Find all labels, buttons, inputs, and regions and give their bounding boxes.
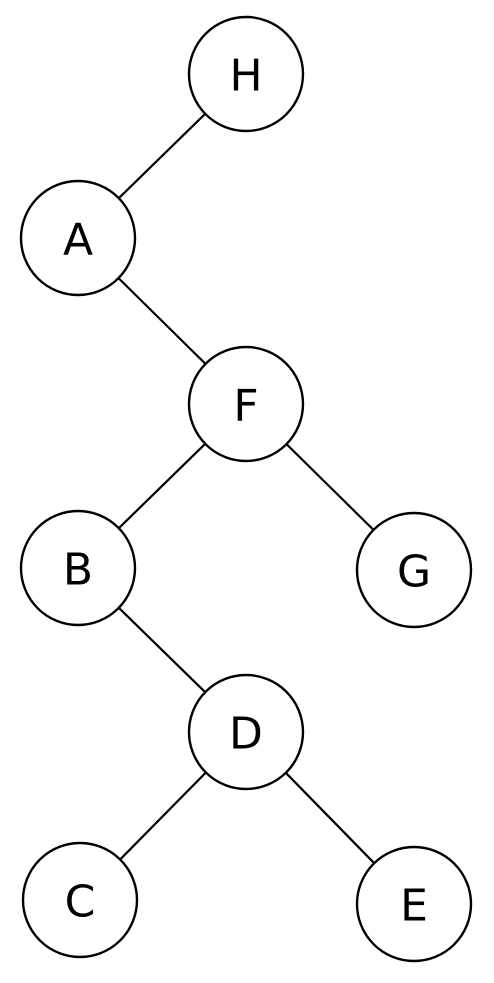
tree-node-g: G bbox=[355, 511, 473, 629]
tree-node-f: F bbox=[187, 345, 305, 463]
node-circle-c bbox=[21, 841, 139, 959]
edge-d-c bbox=[118, 771, 207, 861]
tree-node-a: A bbox=[19, 179, 137, 297]
node-circle-h bbox=[187, 15, 305, 133]
tree-node-b: B bbox=[19, 509, 137, 627]
node-circle-b bbox=[19, 509, 137, 627]
node-circle-e bbox=[355, 845, 473, 963]
edge-b-d bbox=[117, 606, 207, 694]
node-circle-a bbox=[19, 179, 137, 297]
node-label-e: E bbox=[400, 881, 428, 932]
edge-f-b bbox=[117, 442, 207, 530]
node-circle-g bbox=[355, 511, 473, 629]
node-circle-d bbox=[187, 673, 305, 791]
edge-h-a bbox=[117, 112, 207, 200]
node-label-a: A bbox=[63, 215, 93, 266]
tree-node-d: D bbox=[187, 673, 305, 791]
node-label-d: D bbox=[229, 709, 263, 760]
nodes-layer: H A F B G D C E bbox=[19, 15, 473, 963]
node-label-b: B bbox=[63, 545, 93, 596]
tree-node-h: H bbox=[187, 15, 305, 133]
tree-node-e: E bbox=[355, 845, 473, 963]
edges-layer bbox=[117, 112, 376, 865]
node-label-g: G bbox=[397, 547, 431, 598]
edge-d-e bbox=[284, 771, 376, 865]
node-label-f: F bbox=[233, 381, 258, 432]
edge-f-g bbox=[285, 443, 375, 532]
node-circle-f bbox=[187, 345, 305, 463]
node-label-h: H bbox=[229, 51, 262, 102]
edge-a-f bbox=[117, 277, 207, 365]
tree-node-c: C bbox=[21, 841, 139, 959]
node-label-c: C bbox=[65, 877, 96, 928]
